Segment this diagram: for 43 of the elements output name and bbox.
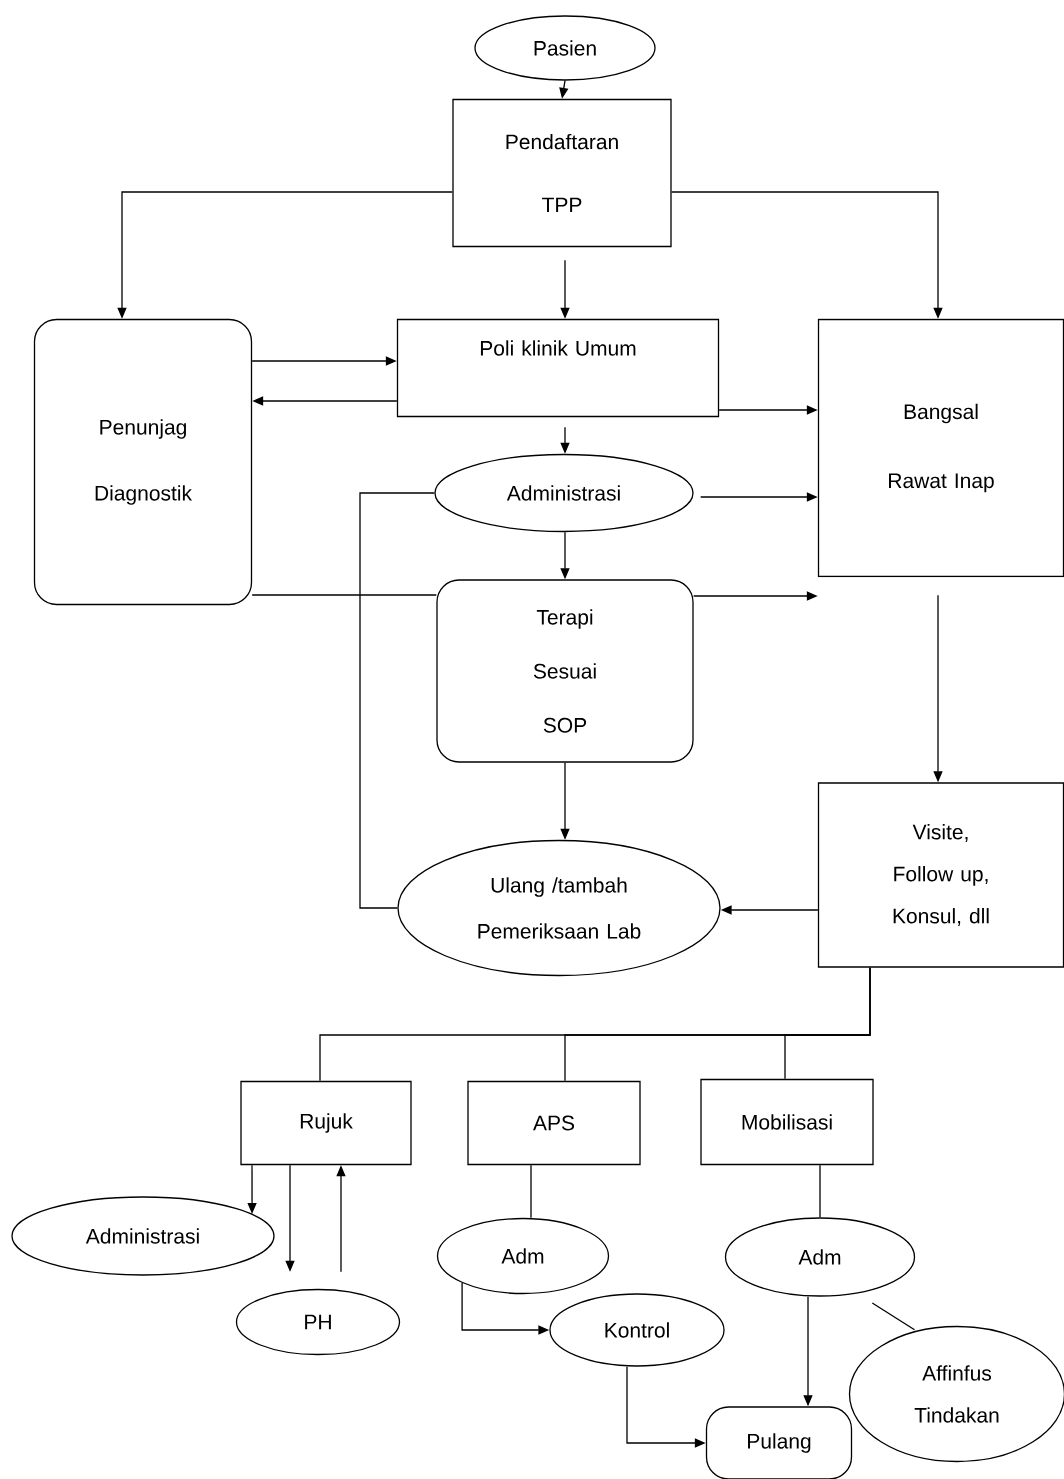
connector-line — [359, 492, 435, 909]
node-text: Administrasi — [506, 485, 620, 501]
node-text: Bangsal Rawat Inap — [889, 403, 994, 493]
connector-line — [871, 1302, 916, 1331]
connector-line — [819, 1164, 821, 1218]
oval-node — [474, 15, 656, 81]
connector-line — [251, 594, 437, 596]
process-box — [240, 1080, 412, 1166]
rounded-box — [436, 579, 694, 763]
process-box — [452, 98, 672, 248]
rounded-box — [705, 1406, 853, 1479]
node-text: Adm — [501, 1248, 544, 1264]
node-text: PH — [305, 1314, 331, 1330]
node-text: Pasien — [534, 40, 596, 56]
node-text: Terapi Sesuai SOP — [533, 609, 596, 733]
rounded-box — [33, 318, 253, 606]
oval-node — [436, 1217, 610, 1295]
oval-node — [549, 1293, 725, 1367]
process-box — [467, 1080, 641, 1166]
node-text: Pendaftaran TPP — [506, 133, 618, 213]
process-box — [396, 318, 720, 418]
oval-node — [434, 453, 694, 533]
node-text: Kontrol — [605, 1322, 669, 1338]
connector-line — [530, 1164, 532, 1219]
process-box — [700, 1078, 874, 1166]
oval-node — [11, 1196, 275, 1276]
process-box — [817, 318, 1064, 578]
node-text: APS — [533, 1115, 575, 1131]
node-text: Penunjag Diagnostik — [95, 419, 193, 505]
node-text: Visite, Follow up, Konsul, dll — [893, 824, 989, 926]
node-text: Poli klinik Umum — [480, 340, 636, 356]
node-text: Ulang /tambah Pemeriksaan Lab — [478, 877, 641, 939]
node-text: Affinfus Tindakan — [914, 1365, 999, 1423]
oval-node — [397, 839, 721, 977]
node-text: Administrasi — [85, 1228, 199, 1244]
node-text: Rujuk — [300, 1113, 353, 1133]
node-text: Mobilisasi — [742, 1114, 832, 1130]
oval-node — [235, 1288, 401, 1356]
connector-line — [784, 967, 871, 1080]
oval-node — [724, 1217, 916, 1297]
node-text: Pulang — [748, 1433, 811, 1453]
process-box — [817, 782, 1064, 968]
node-text: Adm — [798, 1249, 841, 1265]
